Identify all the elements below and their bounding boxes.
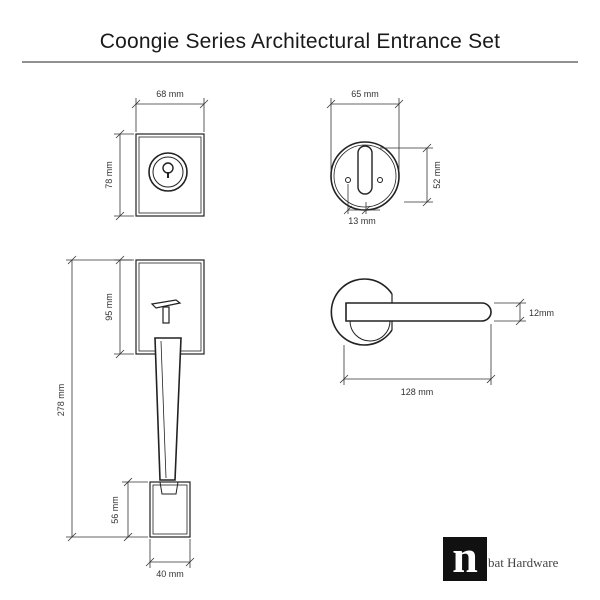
thumb-latch-stem <box>162 306 170 324</box>
lever-arm <box>345 302 492 322</box>
grip-base <box>159 481 179 495</box>
bottom-plate-inner <box>152 484 188 535</box>
deadbolt-front-view <box>135 133 205 217</box>
grip-handle <box>154 337 182 481</box>
dim-overall-height: 278 mm <box>56 384 66 417</box>
dim-deadbolt-width: 68 mm <box>156 89 184 99</box>
grip-edge-line <box>160 340 167 479</box>
lever-neck <box>349 320 391 342</box>
dim-bottom-plate-height: 56 mm <box>110 496 120 524</box>
dimension-lines <box>66 98 526 568</box>
brand-logo: n bat Hardware <box>443 531 559 582</box>
dim-deadbolt-height: 78 mm <box>104 161 114 189</box>
cylinder-ring-inner <box>152 156 184 188</box>
logo-mark <box>443 537 487 581</box>
rose-outer <box>330 141 400 211</box>
page-title: Coongie Series Architectural Entrance Se… <box>99 30 501 53</box>
rose-front-view <box>330 141 400 211</box>
thumb-turn <box>357 145 373 195</box>
screw-left <box>345 177 351 183</box>
logo-letter: n <box>452 531 478 582</box>
lever-rose <box>330 278 393 346</box>
dim-bottom-plate-width: 40 mm <box>156 569 184 579</box>
screw-right <box>377 177 383 183</box>
dim-rose-width: 65 mm <box>351 89 379 99</box>
brand-name: bat Hardware <box>488 555 559 570</box>
deadbolt-plate <box>135 133 205 217</box>
dim-lever-length: 128 mm <box>401 387 434 397</box>
rose-inner <box>333 144 397 208</box>
lever-side-view <box>330 278 492 346</box>
thumb-latch <box>150 299 182 309</box>
bottom-plate <box>149 481 191 538</box>
dim-rose-spacing: 13 mm <box>348 216 376 226</box>
dim-lever-thickness: 12mm <box>529 308 554 318</box>
dim-rose-height: 52 mm <box>432 161 442 189</box>
deadbolt-plate-inner <box>138 136 202 214</box>
dim-handleset-height: 95 mm <box>104 293 114 321</box>
handleset-front-view <box>135 259 205 538</box>
cylinder-ring-outer <box>148 152 188 192</box>
